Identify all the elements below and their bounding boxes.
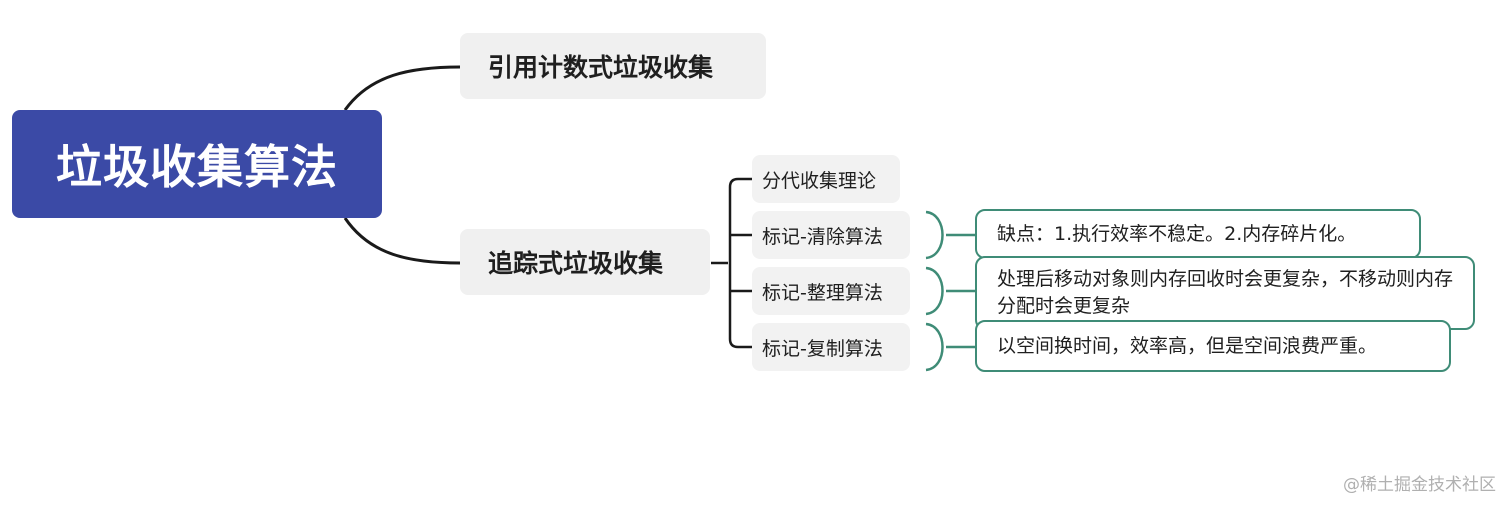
- leaf-label: 标记-复制算法: [762, 337, 883, 360]
- leaf-mark-compact[interactable]: 标记-整理算法: [752, 267, 910, 315]
- note-text: 以空间换时间，效率高，但是空间浪费严重。: [997, 334, 1378, 357]
- connector-tracing-fork: [728, 177, 752, 349]
- branch-reference-counting[interactable]: 引用计数式垃圾收集: [460, 33, 766, 99]
- note-mark-sweep[interactable]: 缺点：1.执行效率不稳定。2.内存碎片化。: [975, 209, 1421, 259]
- branch-label: 追踪式垃圾收集: [488, 249, 664, 278]
- branch-label: 引用计数式垃圾收集: [488, 53, 714, 82]
- leaf-generational-theory[interactable]: 分代收集理论: [752, 155, 900, 203]
- note-text: 缺点：1.执行效率不稳定。2.内存碎片化。: [997, 222, 1357, 245]
- bracket-mark-sweep: [925, 210, 975, 260]
- root-node[interactable]: 垃圾收集算法: [12, 110, 382, 218]
- leaf-mark-copy[interactable]: 标记-复制算法: [752, 323, 910, 371]
- watermark: @稀土掘金技术社区: [1343, 475, 1496, 495]
- bracket-mark-copy: [925, 322, 975, 372]
- leaf-label: 分代收集理论: [762, 169, 877, 192]
- leaf-label: 标记-清除算法: [762, 225, 883, 248]
- connector-root-to-tracing: [343, 217, 461, 265]
- branch-tracing[interactable]: 追踪式垃圾收集: [460, 229, 710, 295]
- leaf-mark-sweep[interactable]: 标记-清除算法: [752, 211, 910, 259]
- leaf-label: 标记-整理算法: [762, 281, 883, 304]
- connector-root-to-reference: [343, 65, 461, 111]
- root-label: 垃圾收集算法: [56, 140, 338, 194]
- note-text: 处理后移动对象则内存回收时会更复杂，不移动则内存分配时会更复杂: [997, 268, 1454, 317]
- note-mark-copy[interactable]: 以空间换时间，效率高，但是空间浪费严重。: [975, 320, 1451, 372]
- note-mark-compact[interactable]: 处理后移动对象则内存回收时会更复杂，不移动则内存分配时会更复杂: [975, 256, 1475, 330]
- bracket-mark-compact: [925, 266, 975, 316]
